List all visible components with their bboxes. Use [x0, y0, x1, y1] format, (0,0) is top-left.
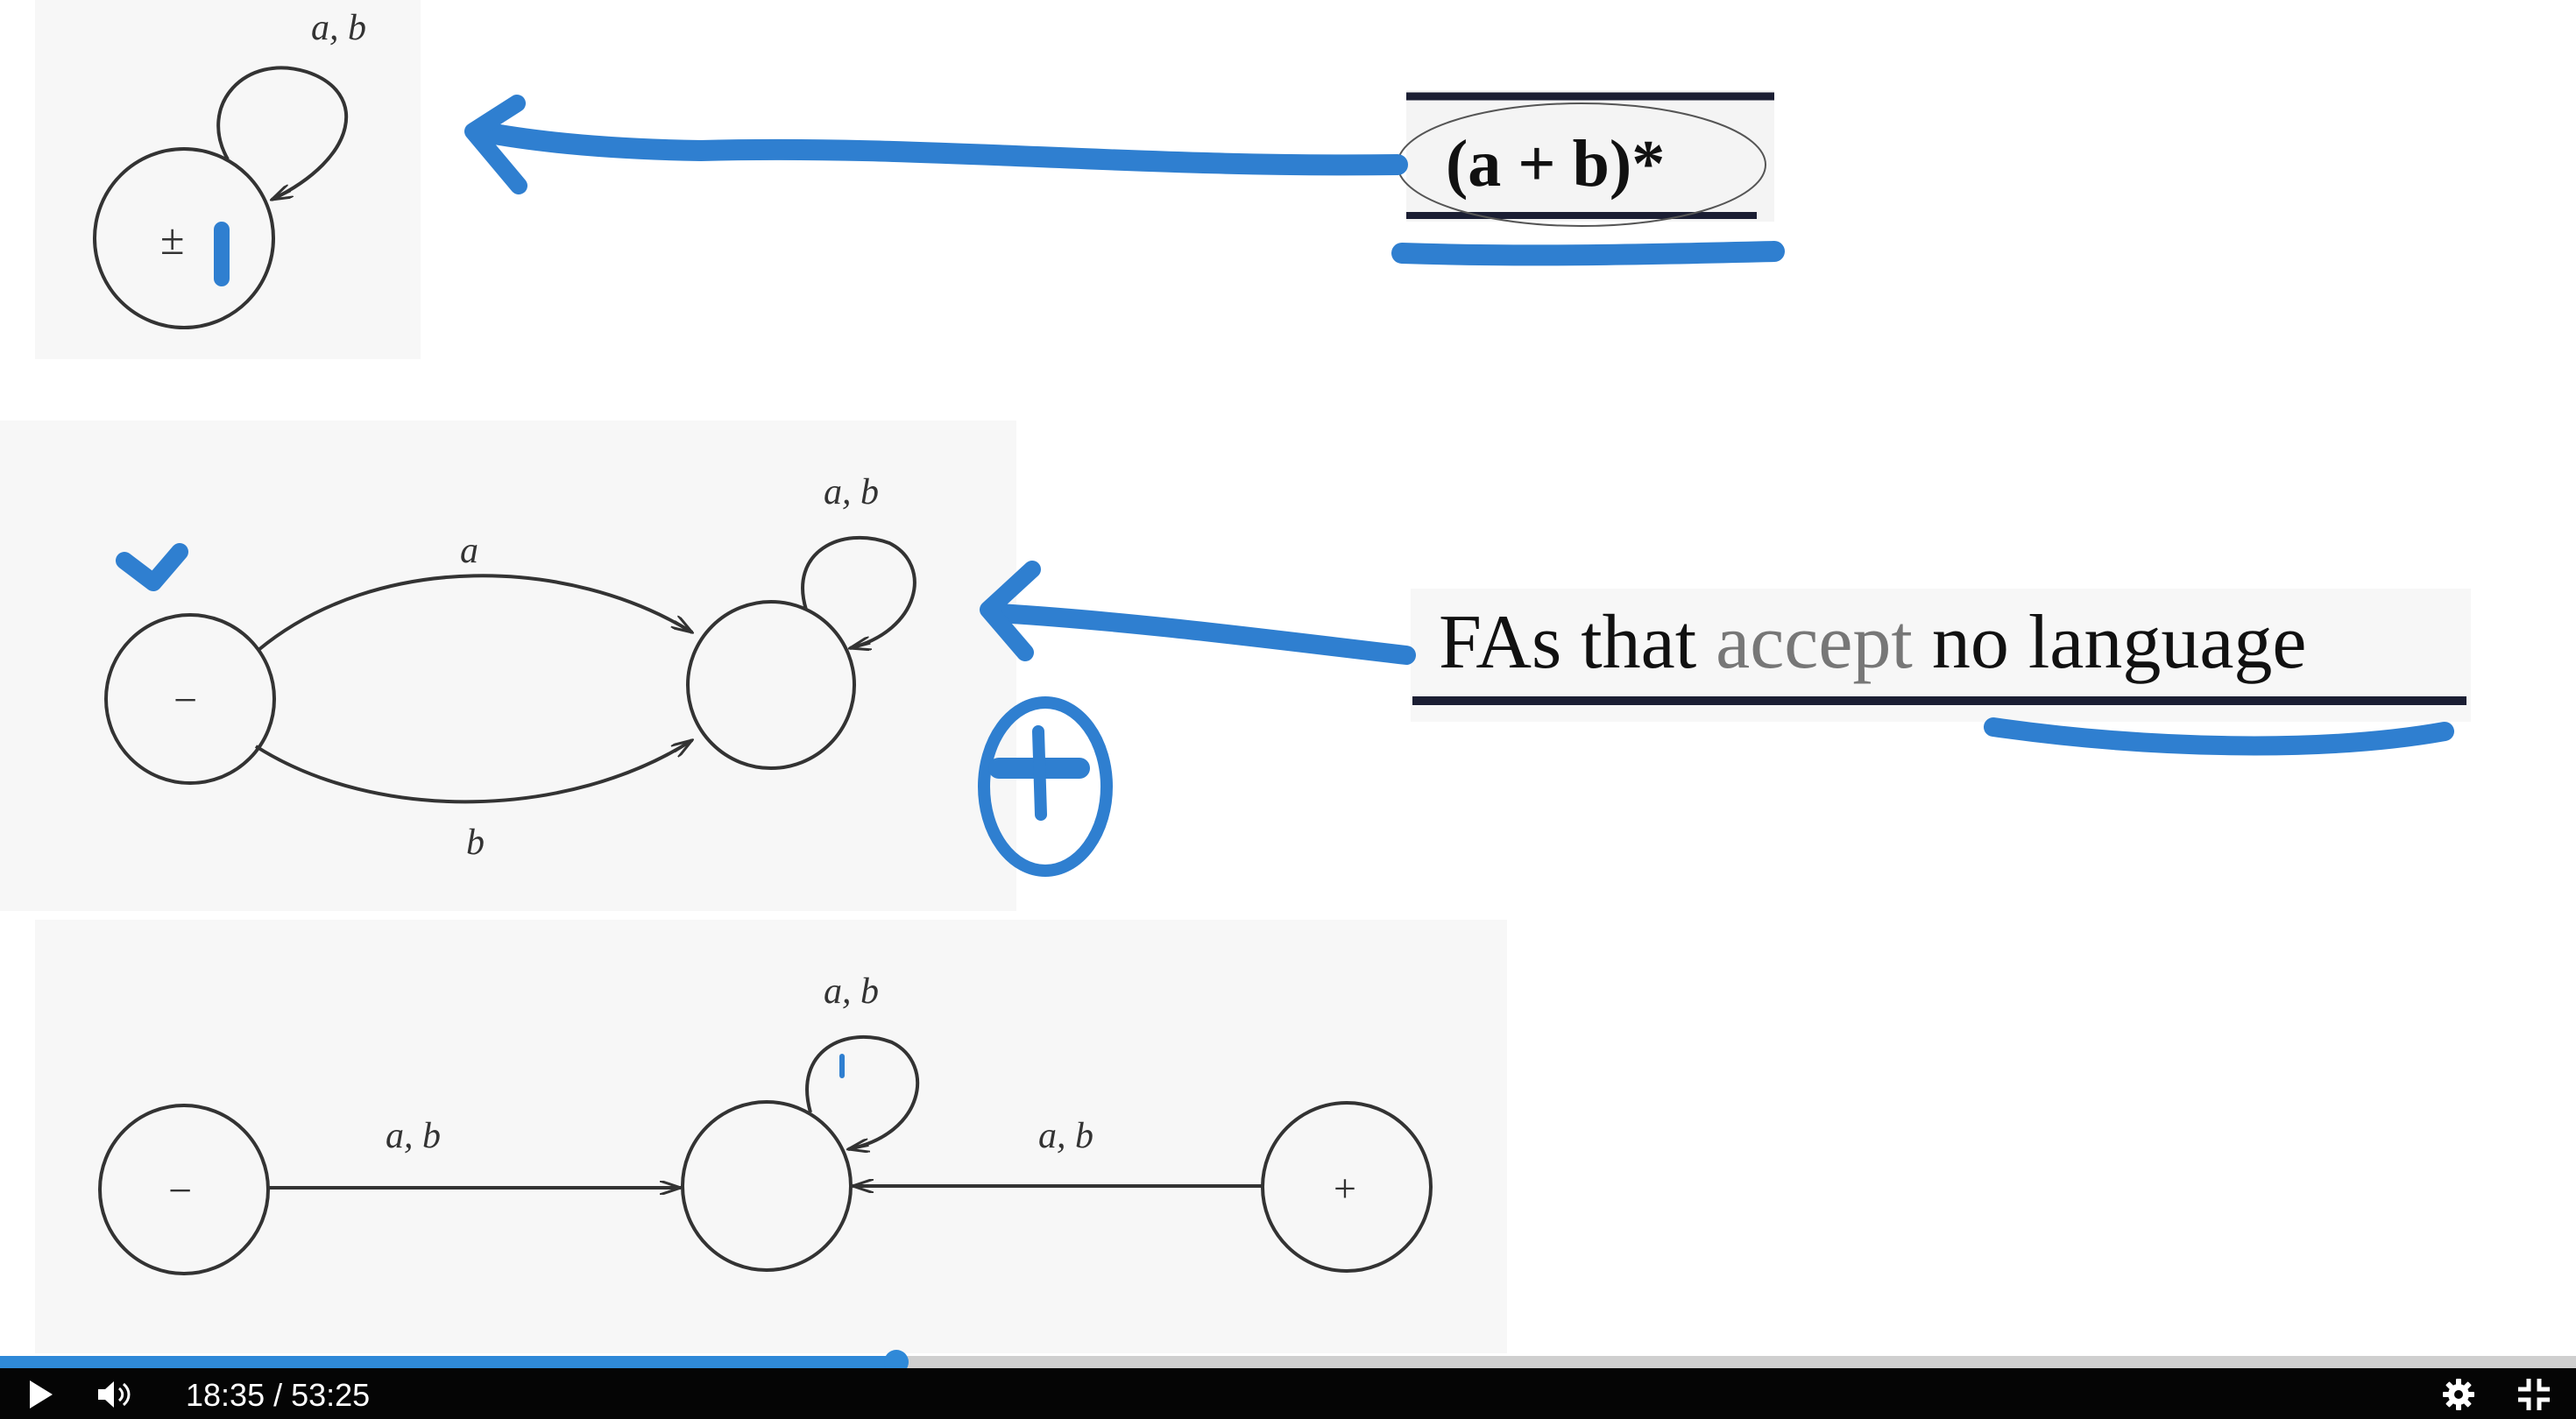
annotation-checkmark [116, 543, 188, 591]
volume-button[interactable] [95, 1377, 135, 1412]
top-fa-diagram: a, b ± [93, 8, 366, 329]
heading-no: no [1913, 600, 2028, 685]
loop-label-bottom: a, b [824, 971, 879, 1012]
scan-background-top [35, 0, 421, 359]
regex-box-background [1406, 90, 1774, 222]
heading-box: FAs that accept no language [1411, 589, 2471, 722]
edge-label-left-bottom: a, b [386, 1116, 441, 1156]
regex-box: (a + b)* [1397, 90, 1774, 227]
annotation-arrow-top [470, 121, 1408, 176]
duration: 53:25 [291, 1377, 371, 1413]
self-loop-top [216, 66, 349, 200]
annotation-arrowhead-top [464, 95, 527, 194]
scan-background-bottom [35, 920, 1507, 1353]
middle-fa-diagram: a, b a b − [104, 472, 916, 863]
pen-annotations [116, 95, 2454, 1078]
annotation-arrow-middle [989, 604, 1416, 665]
current-time: 18:35 [186, 1377, 265, 1413]
time-separator: / [265, 1377, 292, 1413]
exit-fullscreen-icon [2518, 1379, 2550, 1410]
final-label-bottom: + [1334, 1166, 1356, 1211]
start-label-bottom: − [168, 1168, 192, 1214]
self-loop-middle [801, 535, 916, 648]
scan-background-middle [0, 420, 1016, 911]
state-label-top: ± [160, 215, 184, 264]
start-label-middle: − [173, 677, 197, 724]
seek-bar[interactable] [0, 1350, 2576, 1374]
loop-label-top: a, b [311, 8, 366, 48]
settings-gear-icon [2443, 1379, 2474, 1410]
play-button[interactable] [23, 1377, 58, 1412]
edge-label-right-bottom: a, b [1038, 1116, 1093, 1156]
exit-fullscreen-button[interactable] [2516, 1377, 2551, 1412]
heading-language: language [2028, 600, 2307, 685]
time-display: 18:35 / 53:25 [186, 1373, 370, 1417]
seek-bar-played [0, 1356, 896, 1368]
annotation-underline-regex [1391, 241, 1785, 266]
heading-text: FAs that accept no language [1439, 600, 2306, 685]
bottom-fa-diagram: a, b a, b a, b − + [98, 971, 1433, 1275]
start-state-middle [104, 613, 276, 785]
edge-label-b: b [466, 822, 485, 863]
edge-b-middle [254, 740, 692, 804]
lecture-slide: a, b ± (a + b)* a, b a b − [0, 0, 2471, 1353]
video-frame[interactable]: a, b ± (a + b)* a, b a b − [0, 0, 2576, 1356]
annotation-circle-plus [978, 696, 1113, 877]
annotation-arrowhead-middle [980, 561, 1041, 661]
annotation-plus-vertical [1032, 725, 1047, 821]
self-loop-bottom [805, 1034, 920, 1149]
volume-icon [98, 1381, 131, 1408]
loop-label-middle: a, b [824, 472, 879, 512]
player-controls: 18:35 / 53:25 [0, 1368, 2576, 1419]
sink-state-middle [686, 600, 856, 770]
heading-fa: FAs that [1439, 600, 1716, 685]
settings-button[interactable] [2441, 1377, 2476, 1412]
state-plus-minus [93, 147, 275, 329]
regex-text: (a + b)* [1446, 127, 1665, 201]
edge-label-a: a [460, 531, 478, 571]
heading-accept: accept [1716, 600, 1913, 685]
edge-a-middle [257, 574, 692, 652]
play-icon [30, 1380, 53, 1408]
annotation-underline-language [1984, 717, 2454, 756]
